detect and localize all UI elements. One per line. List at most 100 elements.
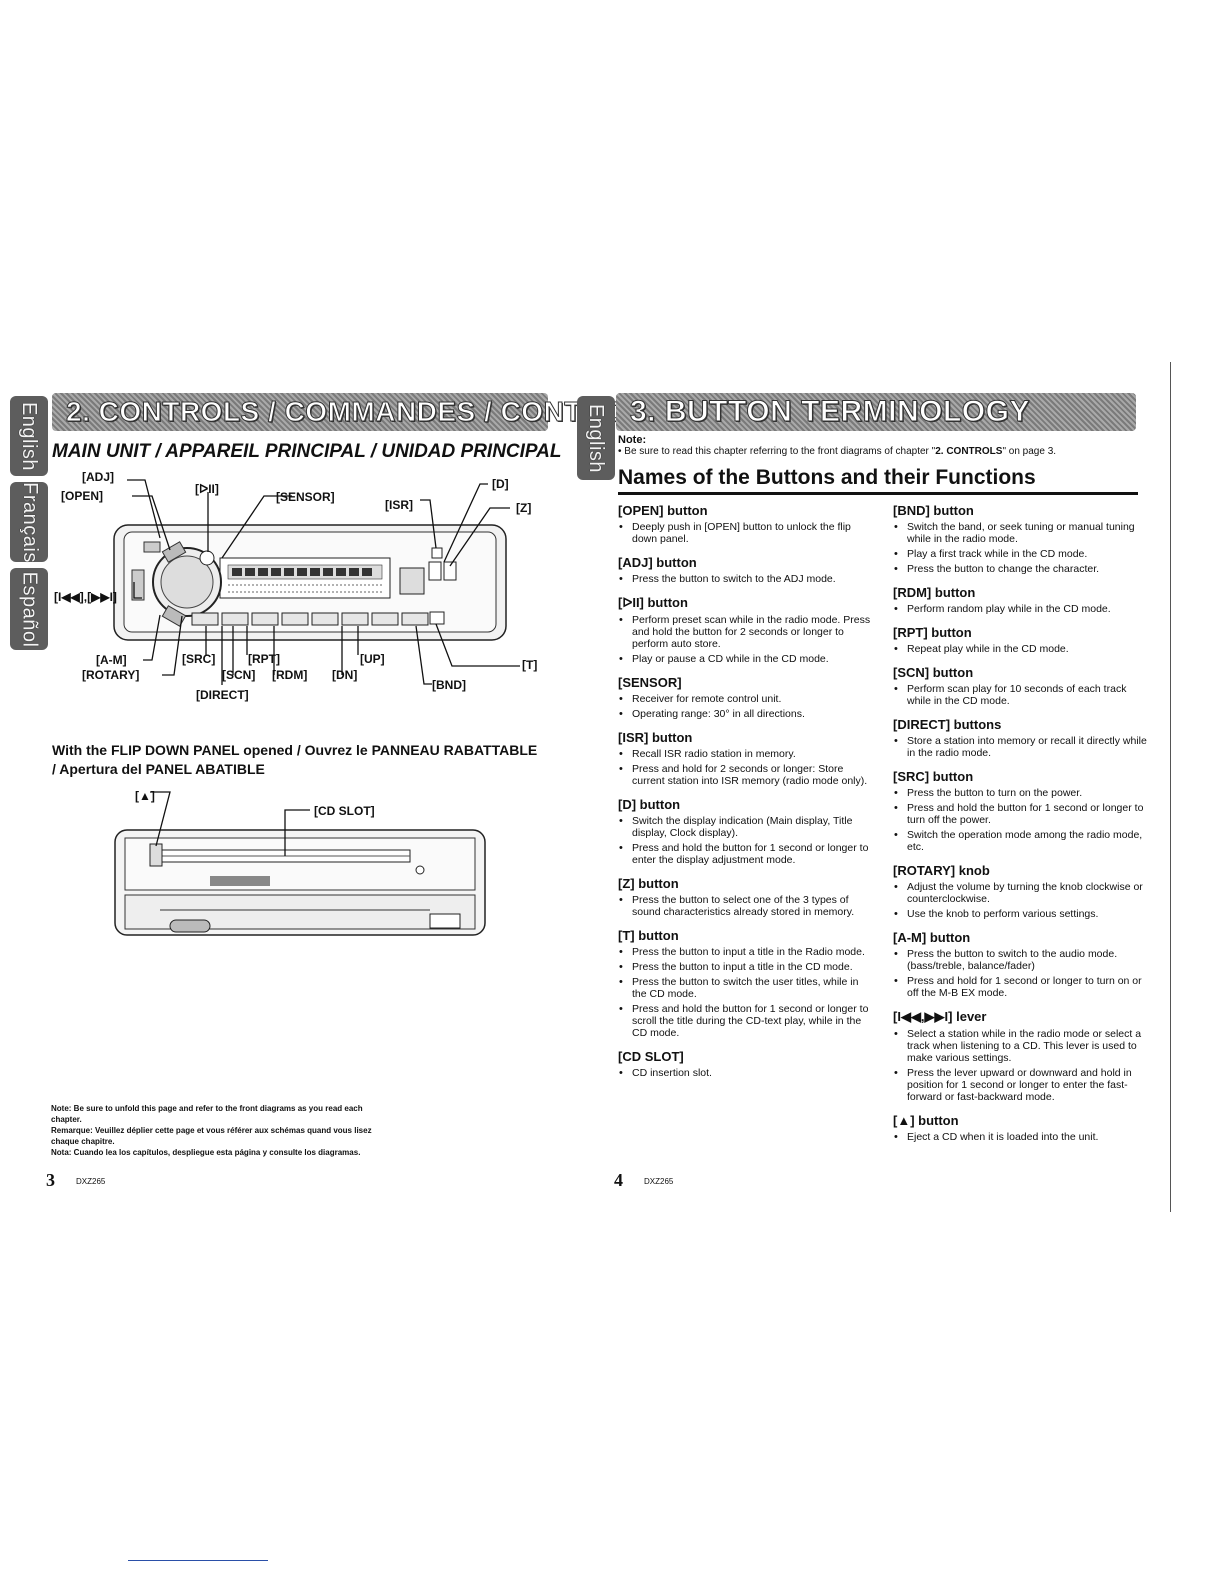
bullet-item: Press and hold the button for 1 second o… — [619, 842, 873, 866]
label-cd-slot: [CD SLOT] — [314, 804, 375, 818]
note-text-post: " on page 3. — [1002, 446, 1057, 457]
button-list-left-column: [OPEN] buttonDeeply push in [OPEN] butto… — [618, 503, 873, 1089]
button-entry-bullets: Adjust the volume by turning the knob cl… — [893, 881, 1148, 920]
bullet-item: Use the knob to perform various settings… — [894, 908, 1148, 920]
button-entry-title: [DIRECT] buttons — [893, 717, 1002, 732]
bullet-item: Press and hold for 2 seconds or longer: … — [619, 763, 873, 787]
button-entry-title: [Z] button — [618, 876, 679, 891]
button-entry-bullets: Deeply push in [OPEN] button to unlock t… — [618, 521, 873, 545]
bullet-item: Press the button to turn on the power. — [894, 787, 1148, 799]
lang-tab-english: English — [10, 396, 48, 476]
label-isr: [ISR] — [385, 498, 413, 512]
button-entry: [ᐅII] buttonPerform preset scan while in… — [618, 595, 873, 665]
button-entry-title: [SCN] button — [893, 665, 974, 680]
button-entry: [I◀◀,▶▶I] leverSelect a station while in… — [893, 1009, 1148, 1103]
bullet-item: Perform preset scan while in the radio m… — [619, 614, 873, 650]
button-entry-bullets: Perform random play while in the CD mode… — [893, 603, 1148, 615]
button-entry-bullets: Press the button to select one of the 3 … — [618, 894, 873, 918]
button-entry: [SRC] buttonPress the button to turn on … — [893, 769, 1148, 853]
bullet-item: Press the button to switch to the audio … — [894, 948, 1148, 972]
button-entry-title: [ISR] button — [618, 730, 693, 745]
button-entry: [DIRECT] buttonsStore a station into mem… — [893, 717, 1148, 759]
label-eject: [▲] — [135, 789, 155, 803]
button-entry-title: [D] button — [618, 797, 681, 812]
label-bnd: [BND] — [432, 678, 466, 692]
footnote-fr: Remarque: Veuillez déplier cette page et… — [51, 1126, 372, 1146]
button-entry-title: [SRC] button — [893, 769, 974, 784]
note-label: Note: — [618, 434, 647, 446]
bullet-item: Press the button to select one of the 3 … — [619, 894, 873, 918]
button-entry: [RDM] buttonPerform random play while in… — [893, 585, 1148, 615]
page-number-right: 4 — [614, 1170, 623, 1190]
button-entry: [▲] buttonEject a CD when it is loaded i… — [893, 1113, 1148, 1143]
terminology-banner-title: 3. BUTTON TERMINOLOGY — [630, 395, 1030, 429]
bullet-item: Perform random play while in the CD mode… — [894, 603, 1148, 615]
section-title: Names of the Buttons and their Functions — [618, 466, 1036, 489]
button-entry-bullets: Switch the display indication (Main disp… — [618, 815, 873, 866]
button-entry: [SENSOR]Receiver for remote control unit… — [618, 675, 873, 720]
bullet-item: Eject a CD when it is loaded into the un… — [894, 1131, 1148, 1143]
bullet-item: Press the button to switch to the ADJ mo… — [619, 573, 873, 585]
button-entry-title: [T] button — [618, 928, 679, 943]
button-entry: [RPT] buttonRepeat play while in the CD … — [893, 625, 1148, 655]
button-entry-bullets: Press the button to switch to the audio … — [893, 948, 1148, 999]
button-entry-title: [RDM] button — [893, 585, 976, 600]
bullet-item: Press and hold for 1 second or longer to… — [894, 975, 1148, 999]
button-entry: [BND] buttonSwitch the band, or seek tun… — [893, 503, 1148, 575]
button-entry-title: [A-M] button — [893, 930, 971, 945]
lang-tab-label: English — [18, 401, 41, 471]
label-sensor: [SENSOR] — [276, 490, 335, 504]
note-text: • Be sure to read this chapter referring… — [618, 446, 1057, 457]
label-d: [D] — [492, 477, 509, 491]
footnote-en: Note: Be sure to unfold this page and re… — [51, 1104, 363, 1124]
button-list-right-column: [BND] buttonSwitch the band, or seek tun… — [893, 503, 1148, 1153]
bullet-item: CD insertion slot. — [619, 1067, 873, 1079]
button-entry-bullets: Repeat play while in the CD mode. — [893, 643, 1148, 655]
button-entry-bullets: Press the button to input a title in the… — [618, 946, 873, 1039]
label-z: [Z] — [516, 501, 532, 515]
label-dn: [DN] — [332, 668, 358, 682]
button-entry: [OPEN] buttonDeeply push in [OPEN] butto… — [618, 503, 873, 545]
lang-tab-label: Español — [18, 571, 41, 647]
bullet-item: Store a station into memory or recall it… — [894, 735, 1148, 759]
chapter-note: Note: • Be sure to read this chapter ref… — [618, 434, 1118, 457]
unfold-footnotes: Note: Be sure to unfold this page and re… — [51, 1103, 381, 1158]
button-entry-title: [SENSOR] — [618, 675, 682, 690]
button-entry-title: [OPEN] button — [618, 503, 708, 518]
bullet-item: Press the lever upward or downward and h… — [894, 1067, 1148, 1103]
bullet-item: Press the button to input a title in the… — [619, 946, 873, 958]
button-entry-bullets: CD insertion slot. — [618, 1067, 873, 1079]
bullet-item: Recall ISR radio station in memory. — [619, 748, 873, 760]
bullet-item: Deeply push in [OPEN] button to unlock t… — [619, 521, 873, 545]
bullet-item: Press the button to change the character… — [894, 563, 1148, 575]
label-t: [T] — [522, 658, 538, 672]
lang-tab-espanol: Español — [10, 568, 48, 650]
label-adj: [ADJ] — [82, 470, 114, 484]
bullet-item: Press and hold the button for 1 second o… — [894, 802, 1148, 826]
button-entry: [ADJ] buttonPress the button to switch t… — [618, 555, 873, 585]
flip-panel-title: With the FLIP DOWN PANEL opened / Ouvrez… — [52, 741, 552, 779]
button-entry-title: [CD SLOT] — [618, 1049, 684, 1064]
main-unit-diagram — [113, 479, 520, 685]
label-rdm: [RDM] — [272, 668, 308, 682]
bullet-item: Switch the display indication (Main disp… — [619, 815, 873, 839]
label-play-pause: [ᐅII] — [195, 482, 219, 496]
bullet-item: Perform scan play for 10 seconds of each… — [894, 683, 1148, 707]
main-unit-subtitle: MAIN UNIT / APPAREIL PRINCIPAL / UNIDAD … — [52, 441, 562, 462]
button-entry-bullets: Select a station while in the radio mode… — [893, 1028, 1148, 1103]
lang-tab-francais: Français — [10, 482, 48, 562]
note-text-bold: 2. CONTROLS — [935, 446, 1003, 457]
bullet-item: Switch the operation mode among the radi… — [894, 829, 1148, 853]
button-entry-bullets: Store a station into memory or recall it… — [893, 735, 1148, 759]
button-entry-bullets: Press the button to switch to the ADJ mo… — [618, 573, 873, 585]
button-entry-title: [I◀◀,▶▶I] lever — [893, 1009, 987, 1024]
lang-tab-label: Français — [18, 481, 41, 563]
button-entry: [D] buttonSwitch the display indication … — [618, 797, 873, 866]
button-entry-title: [▲] button — [893, 1113, 959, 1128]
label-open: [OPEN] — [61, 489, 103, 503]
button-entry: [CD SLOT] CD insertion slot. — [618, 1049, 873, 1079]
footnote-es: Nota: Cuando lea los capítulos, desplieg… — [51, 1148, 361, 1157]
controls-banner: 2. CONTROLS / COMMANDES / CONTROLES — [52, 393, 681, 431]
terminology-banner: 3. BUTTON TERMINOLOGY — [616, 393, 1136, 431]
bullet-item: Press the button to input a title in the… — [619, 961, 873, 973]
